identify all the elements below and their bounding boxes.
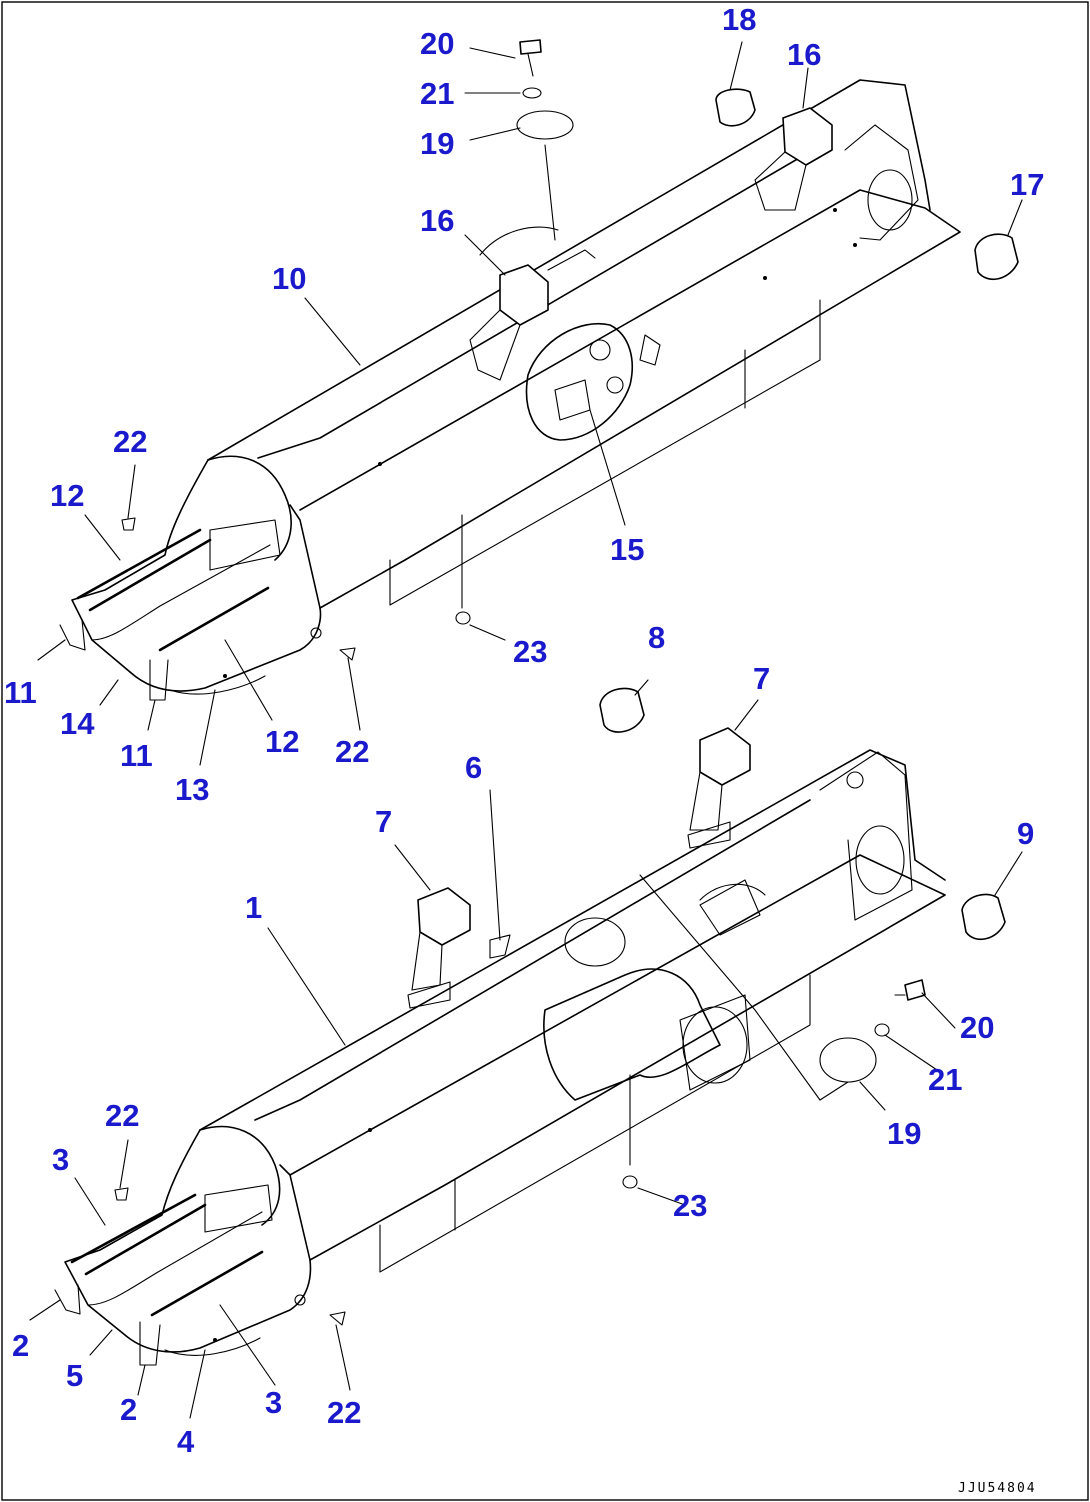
callout-lower-9: 9 xyxy=(1017,816,1034,851)
callout-lower-23: 23 xyxy=(673,1188,707,1223)
callout-lower-21: 21 xyxy=(928,1062,962,1097)
upper-small-parts xyxy=(455,39,1019,625)
callout-upper-18: 18 xyxy=(722,2,756,37)
callout-lower-19: 19 xyxy=(887,1116,921,1151)
callout-lower-20: 20 xyxy=(960,1010,994,1045)
callout-upper-22a: 22 xyxy=(113,424,147,459)
callout-upper-13: 13 xyxy=(175,772,209,807)
callout-lower-8: 8 xyxy=(648,620,665,655)
callout-upper-16b: 16 xyxy=(420,203,454,238)
callout-lower-6: 6 xyxy=(465,750,482,785)
callout-upper-17: 17 xyxy=(1010,167,1044,202)
callout-upper-19: 19 xyxy=(420,126,454,161)
callout-lower-7b: 7 xyxy=(375,804,392,839)
drawing-code: JJU54804 xyxy=(958,1481,1037,1496)
callout-upper-14: 14 xyxy=(60,706,95,741)
callout-lower-22b: 22 xyxy=(327,1395,361,1430)
callout-upper-20: 20 xyxy=(420,26,454,61)
callout-upper-23: 23 xyxy=(513,634,547,669)
callout-lower-3b: 3 xyxy=(265,1385,282,1420)
callout-upper-21: 21 xyxy=(420,76,454,111)
callout-upper-12a: 12 xyxy=(50,478,84,513)
callout-lower-4: 4 xyxy=(177,1424,195,1459)
callout-upper-15: 15 xyxy=(610,532,644,567)
callout-lower-5: 5 xyxy=(66,1358,83,1393)
lower-small-parts xyxy=(599,687,1006,1189)
upper-track-frame xyxy=(59,79,961,701)
callout-lower-2b: 2 xyxy=(120,1392,137,1427)
callout-lower-7a: 7 xyxy=(753,661,770,696)
callout-lower-1: 1 xyxy=(245,890,262,925)
callout-upper-22b: 22 xyxy=(335,734,369,769)
callout-upper-16a: 16 xyxy=(787,37,821,72)
lower-track-frame xyxy=(54,727,946,1366)
callout-upper-11a: 11 xyxy=(4,675,37,710)
callout-upper-11b: 11 xyxy=(120,738,153,773)
callout-upper-10: 10 xyxy=(272,261,306,296)
callout-upper-12b: 12 xyxy=(265,724,299,759)
callout-lower-22a: 22 xyxy=(105,1098,139,1133)
callout-lower-2a: 2 xyxy=(12,1328,29,1363)
callout-lower-3a: 3 xyxy=(52,1142,69,1177)
leader-lines xyxy=(29,41,1023,1419)
